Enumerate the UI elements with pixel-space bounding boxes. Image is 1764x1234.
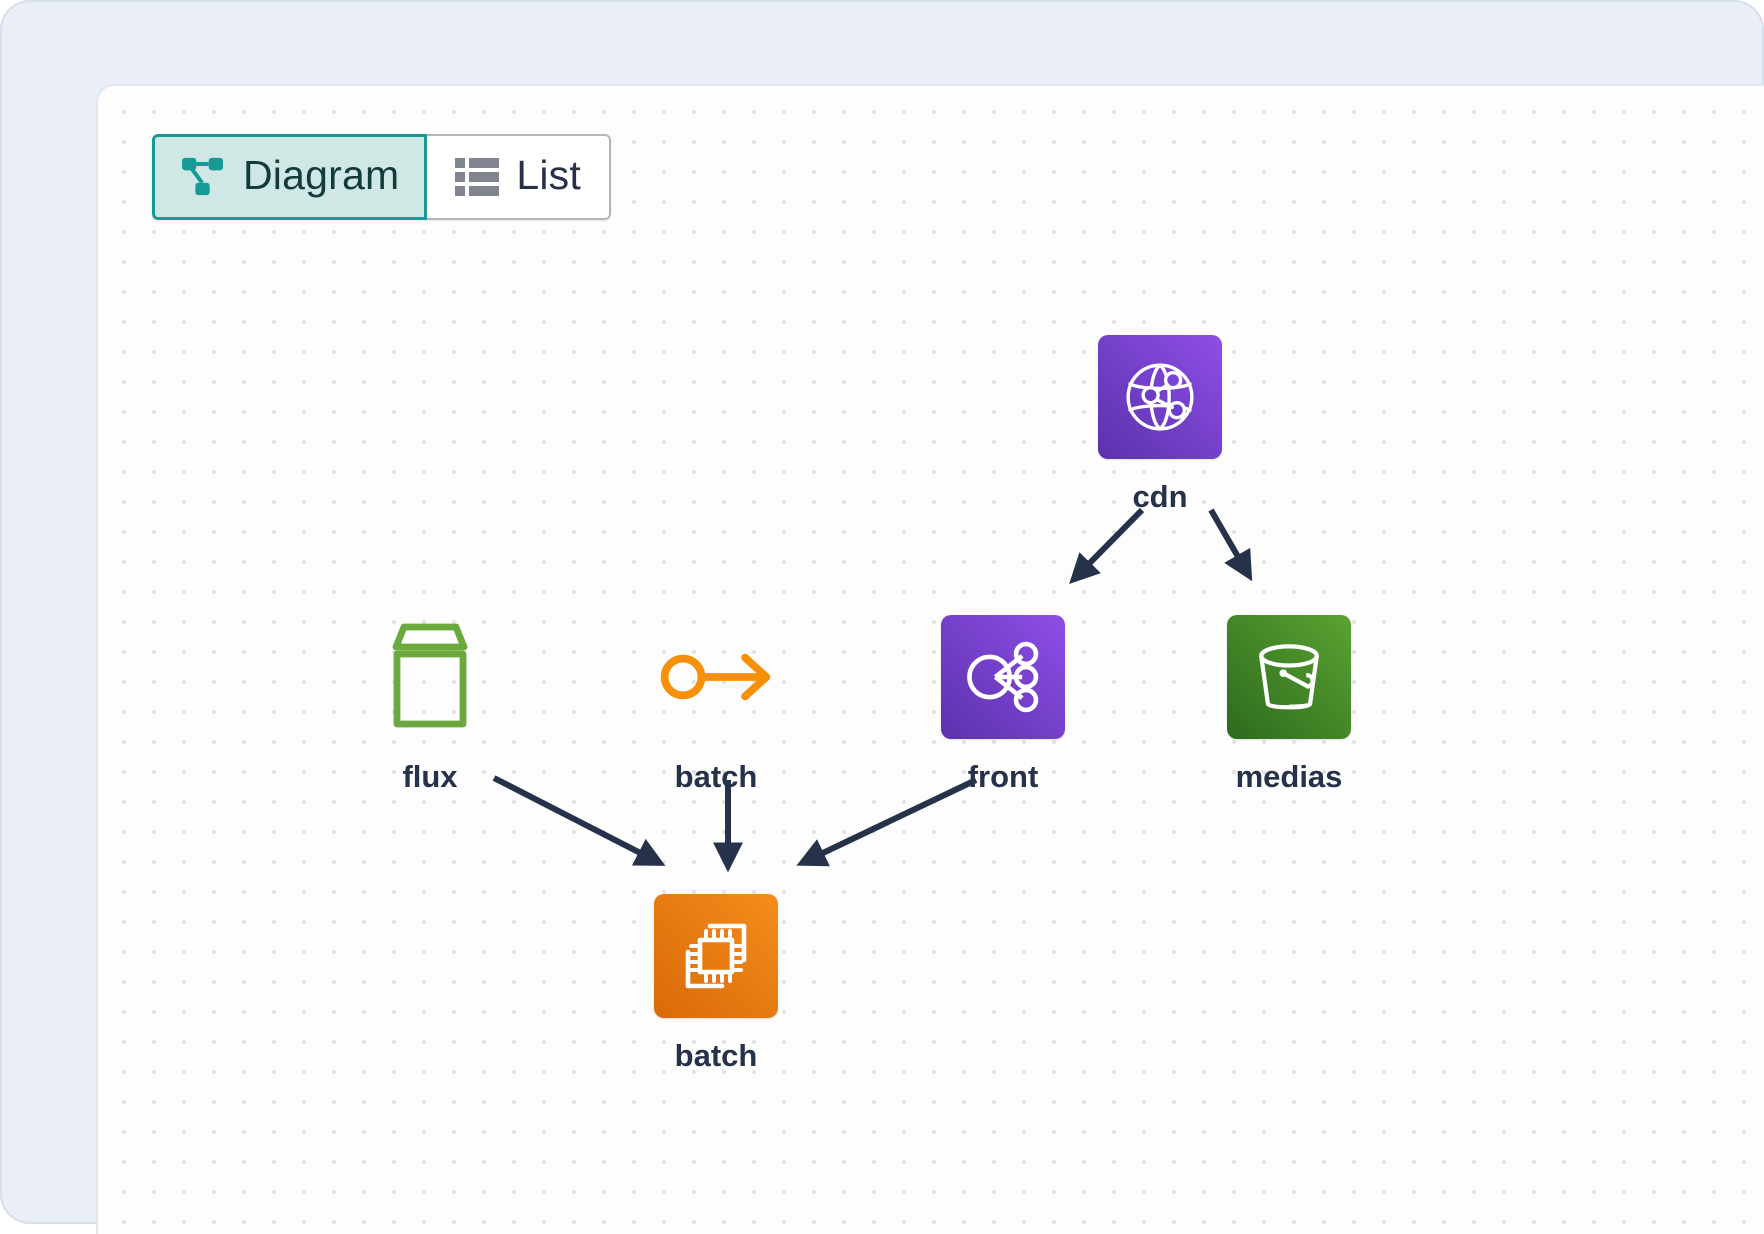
node-cdn-label: cdn (1132, 479, 1188, 514)
node-flux[interactable]: flux (340, 615, 520, 792)
bucket-icon (1259, 644, 1319, 710)
list-icon (455, 158, 500, 196)
node-batch-event[interactable]: batch (626, 615, 806, 792)
node-batch-job[interactable]: batch (626, 894, 806, 1071)
share-nodes-icon (967, 641, 1039, 713)
open-box-icon (392, 623, 468, 728)
diagram-canvas[interactable]: cdn flux (96, 84, 1764, 1234)
tab-diagram-label: Diagram (243, 151, 400, 198)
node-batch-job-tile (654, 894, 778, 1018)
node-medias-tile (1227, 615, 1351, 739)
edge-front-to-batch (796, 777, 978, 867)
sitemap-icon (182, 157, 224, 196)
tab-list-label: List (516, 151, 581, 198)
event-arrow-icon (660, 653, 771, 701)
node-medias-label: medias (1235, 759, 1343, 794)
tab-list[interactable]: List (427, 134, 611, 220)
node-batch-job-label: batch (674, 1038, 758, 1073)
node-flux-label: flux (402, 759, 458, 794)
node-front-tile (941, 615, 1065, 739)
node-front[interactable]: front (913, 615, 1093, 792)
edge-cdn-to-medias (1208, 508, 1253, 582)
edge-cdn-to-front (1069, 507, 1145, 584)
node-flux-tile (368, 615, 492, 739)
cpu-chip-icon (685, 923, 747, 989)
globe-network-icon (1126, 363, 1194, 431)
node-batch-event-label: batch (674, 759, 758, 794)
node-batch-event-tile (654, 615, 778, 739)
node-cdn-tile (1098, 335, 1222, 459)
view-toggle-group[interactable]: Diagram List (152, 134, 611, 220)
node-medias[interactable]: medias (1199, 615, 1379, 792)
node-front-label: front (967, 759, 1039, 794)
tab-diagram[interactable]: Diagram (152, 134, 428, 220)
node-cdn[interactable]: cdn (1070, 335, 1250, 512)
